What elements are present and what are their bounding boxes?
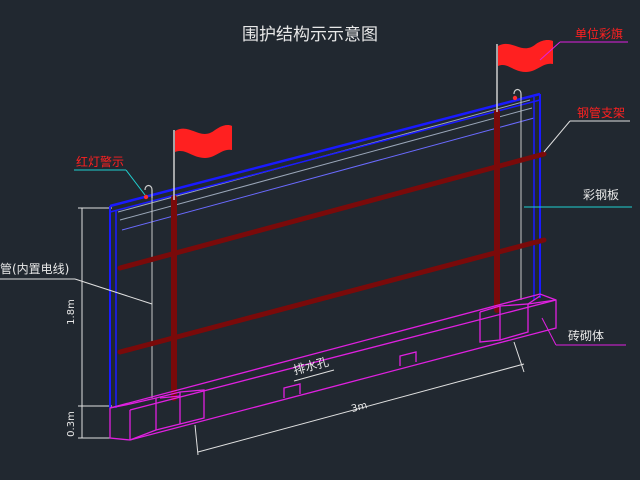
spacing-label-3m: 3m [350, 400, 368, 415]
leader-flag-diag [539, 41, 561, 61]
red-warning-light-right [512, 88, 522, 101]
leader-drain-hole [293, 369, 335, 382]
label-color-steel-plate: 彩钢板 [583, 188, 619, 202]
dimension-lines [78, 207, 525, 456]
height-label-1-8m: 1.8m [66, 299, 77, 325]
flag-right [496, 40, 553, 112]
leader-red-light-diag [125, 169, 146, 196]
label-flag: 单位彩旗 [575, 26, 623, 41]
leader-masonry-diag [541, 317, 557, 346]
label-steel-pipe-support: 钢管支架 [577, 105, 625, 120]
label-masonry: 砖砌体 [568, 328, 604, 343]
steel-pipe-support [117, 109, 547, 401]
flag-left [173, 125, 232, 200]
leader-pipe-wiring-diag [74, 278, 153, 305]
diagram-title: 围护结构示示意图 [242, 25, 378, 45]
height-label-0-3m: 0.3m [66, 411, 77, 437]
red-warning-light-left [143, 184, 153, 200]
masonry-base [109, 293, 557, 441]
leader-steel-pipe-diag [543, 120, 571, 153]
label-pipe-wiring: 管(内置电线) [0, 261, 69, 276]
label-red-light: 红灯警示 [76, 154, 124, 169]
color-steel-plate [109, 92, 541, 408]
